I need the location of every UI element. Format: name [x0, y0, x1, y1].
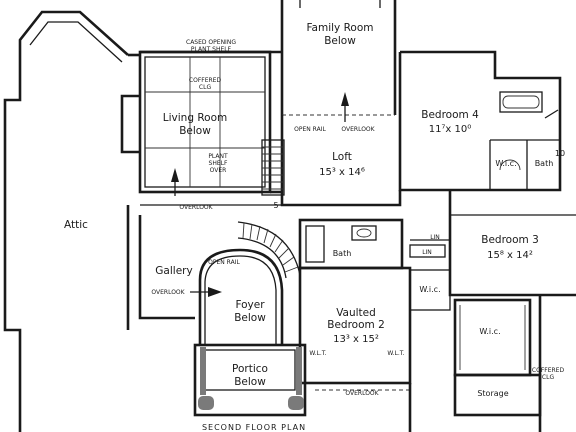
loft-walls — [280, 115, 402, 207]
family-arrow-head — [341, 92, 349, 106]
bedroom2-dims: 13³ x 15² — [333, 334, 379, 345]
foyer-curve — [198, 248, 284, 345]
curved-stair — [237, 221, 301, 279]
bath-outline — [298, 218, 404, 270]
plant-shelf-top-label: PLANT SHELF — [191, 46, 232, 53]
wic-bed4-label: W.i.c. — [495, 159, 516, 168]
family-room-sublabel: Below — [324, 35, 356, 47]
living-room-label: Living Room — [163, 112, 227, 124]
attic-outline — [3, 10, 129, 432]
overlook-bottom-label: OVERLOOK — [345, 390, 379, 397]
gallery-label: Gallery — [155, 265, 192, 277]
bedroom4-dims: 11⁷x 10⁰ — [429, 124, 472, 135]
foyer-arrow-head — [208, 287, 222, 297]
bath-mid-label: Bath — [333, 249, 352, 258]
overlook-living-label: OVERLOOK — [179, 204, 213, 211]
portico-outline — [193, 343, 307, 417]
foyer-label: Foyer — [235, 299, 265, 311]
labels: Family Room Below Living Room Below Loft… — [64, 22, 565, 432]
stair-mark-10-label: 10 — [555, 149, 565, 158]
loft-dims: 15³ x 14⁶ — [319, 167, 365, 178]
foyer-curve-inner — [204, 255, 277, 345]
bedroom2-label-vaulted: Vaulted — [336, 307, 376, 319]
living-arrow-head — [171, 168, 179, 182]
bedroom4-tub-inner — [502, 95, 540, 109]
portico-base-left — [198, 396, 214, 410]
bedroom4-tub — [499, 91, 543, 113]
bedroom2-label: Bedroom 2 — [327, 319, 385, 331]
plant-shelf-label-2: SHELF — [209, 160, 228, 167]
bath-sink — [351, 225, 377, 241]
overlook-gallery-label: OVERLOOK — [151, 289, 185, 296]
lin-label-2: LIN — [430, 234, 440, 241]
loft-label: Loft — [332, 151, 352, 163]
straight-stair — [261, 139, 285, 196]
cased-opening-label: CASED OPENING — [186, 39, 236, 46]
walls — [3, 0, 576, 432]
lin-closet — [409, 244, 446, 258]
arrows — [171, 92, 349, 297]
bedroom4-label: Bedroom 4 — [421, 109, 479, 121]
bath-top-label: Bath — [535, 159, 554, 168]
bedroom4-wic-door — [499, 159, 521, 171]
portico-column-right — [296, 347, 302, 395]
plant-shelf-label-1: PLANT — [208, 153, 228, 160]
attic-label: Attic — [64, 219, 88, 231]
overlook-loft-label: OVERLOOK — [341, 126, 375, 133]
gallery-left-wall — [138, 215, 195, 320]
coffered-clg-sublabel: CLG — [199, 84, 212, 91]
open-rail-label: OPEN RAIL — [294, 126, 326, 133]
bath-tub — [305, 225, 325, 263]
wic-lower-label: W.i.c. — [479, 327, 500, 336]
coffered-clg-2-label: COFFERED — [532, 367, 565, 374]
open-rail-foyer-label: OPEN RAIL — [208, 259, 240, 266]
wic-bed2-label: W.i.c. — [419, 285, 440, 294]
footer-title: SECOND FLOOR PLAN — [202, 423, 306, 432]
wlt-left-label: W.L.T. — [309, 350, 326, 357]
bath-sink-bowl — [356, 228, 372, 238]
bedroom3-label: Bedroom 3 — [481, 234, 539, 246]
bedroom2-wic-box — [409, 269, 451, 311]
plant-shelf-label-3: OVER — [210, 167, 227, 174]
portico-sublabel: Below — [234, 376, 266, 388]
portico-column-left — [200, 347, 206, 395]
living-room-inner — [144, 56, 266, 188]
coffered-clg-label: COFFERED — [189, 77, 222, 84]
stair-mark-label: 5 — [273, 201, 278, 210]
bedroom3-dims: 15⁸ x 14² — [487, 250, 533, 261]
living-room-sublabel: Below — [179, 125, 211, 137]
bedroom2-outline — [298, 266, 412, 385]
attic-inner-outline — [29, 21, 123, 63]
storage-label: Storage — [477, 389, 508, 398]
wic-lower-outline — [453, 298, 532, 377]
wlt-right-label: W.L.T. — [387, 350, 404, 357]
coffered-clg-2-sublabel: CLG — [542, 374, 555, 381]
portico-base-right — [288, 396, 304, 410]
foyer-sublabel: Below — [234, 312, 266, 324]
lin-label: LIN — [422, 249, 432, 256]
bedroom4-walls — [398, 50, 562, 192]
family-room-label: Family Room — [306, 22, 373, 34]
bedroom4-door-swing — [544, 109, 559, 119]
living-room-outline — [138, 50, 272, 194]
portico-label: Portico — [232, 363, 268, 375]
living-window-bay — [120, 94, 140, 154]
